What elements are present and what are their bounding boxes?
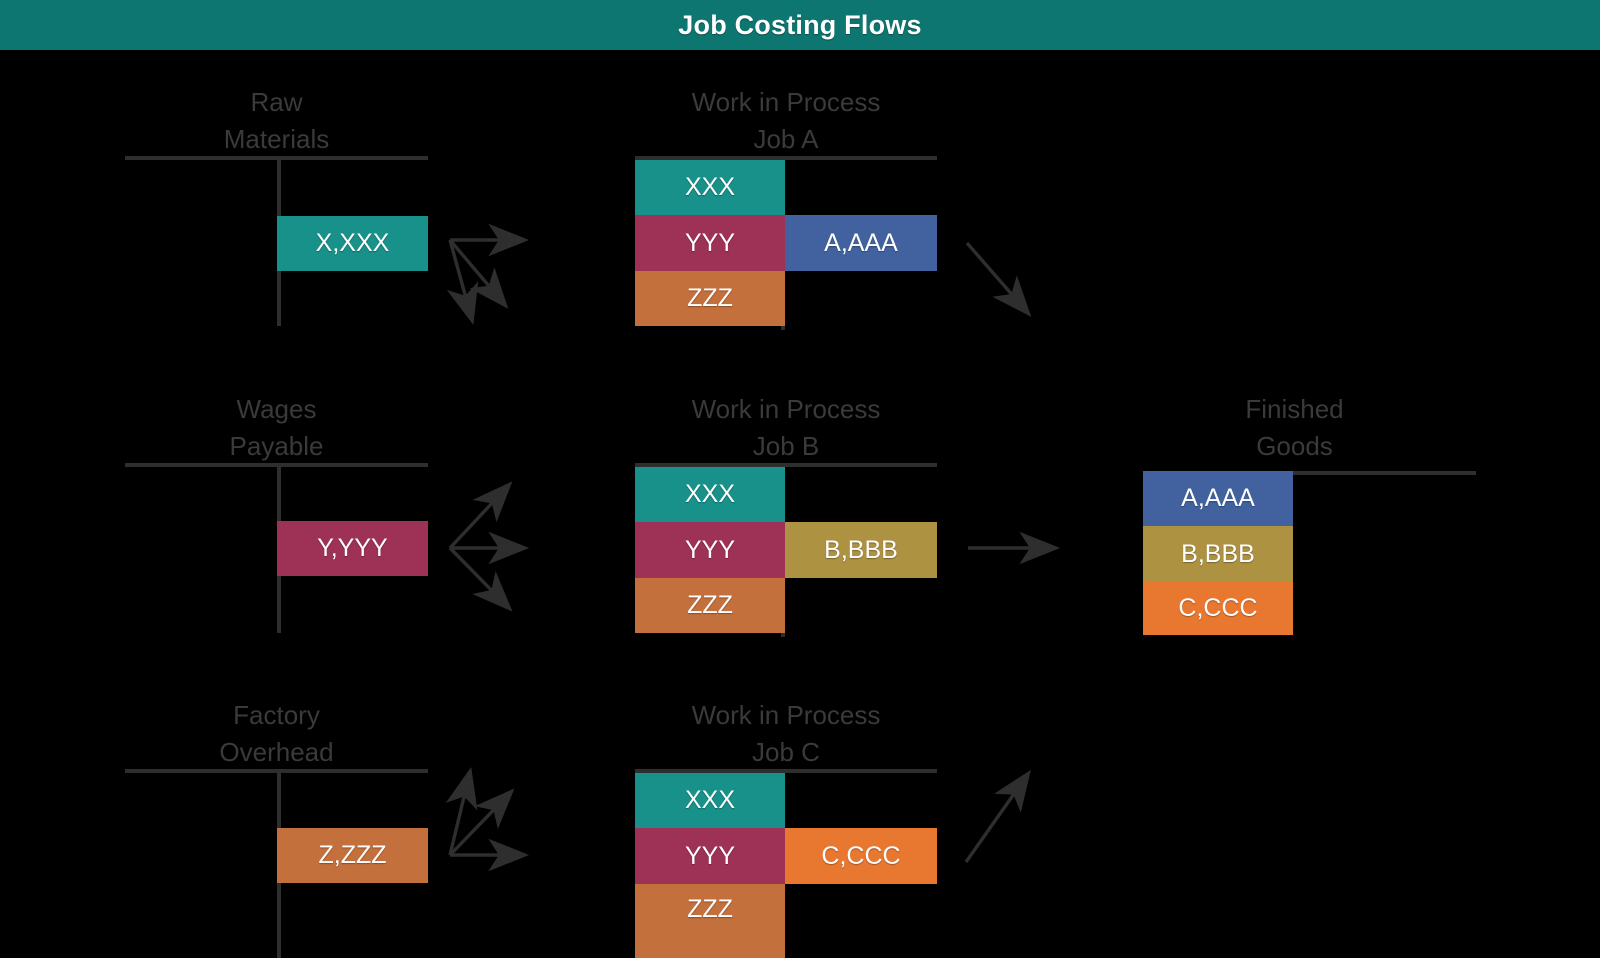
amount-box-job-a-transferred-out: A,AAA: [785, 215, 937, 271]
account-title-raw-materials: Raw Materials: [223, 87, 330, 154]
amount-box-job-b-overhead: ZZZ: [635, 578, 785, 633]
amount-box-job-c-labor: YYY: [635, 828, 785, 884]
amount-box-finished-goods-job-a: A,AAA: [1143, 471, 1293, 526]
amount-box-job-b-labor: YYY: [635, 522, 785, 578]
t-account-hrule: [635, 769, 937, 773]
title-bar: Job Costing Flows: [0, 0, 1600, 50]
arrow-wp-to-job-c: [448, 546, 513, 612]
arrow-fo-to-job-b: [448, 788, 515, 857]
t-account-hrule: [635, 156, 937, 160]
amount-box-job-b-materials: XXX: [635, 467, 785, 522]
t-account-hrule: [1143, 471, 1476, 475]
page-title: Job Costing Flows: [678, 9, 922, 40]
account-title-wip-job-b: Work in Process Job B: [691, 394, 881, 461]
amount-box-job-c-materials: XXX: [635, 773, 785, 828]
account-title-wip-job-c: Work in Process Job C: [691, 700, 881, 767]
amount-box-job-a-materials: XXX: [635, 160, 785, 215]
amount-box-job-c-overhead: ZZZ: [635, 884, 785, 958]
account-title-wages-payable: Wages Payable: [229, 394, 324, 461]
t-account-hrule: [125, 463, 428, 467]
t-account-hrule: [125, 156, 428, 160]
amount-box-job-b-transferred-out: B,BBB: [785, 522, 937, 578]
amount-box-job-a-labor: YYY: [635, 215, 785, 271]
arrow-job-c-to-finished-goods: [964, 769, 1031, 863]
amount-box-factory-overhead-credit: Z,ZZZ: [277, 828, 428, 883]
account-title-wip-job-a: Work in Process Job A: [691, 87, 881, 154]
arrow-job-a-to-finished-goods: [965, 241, 1032, 317]
account-title-finished-goods: Finished Goods: [1245, 394, 1344, 461]
amount-box-job-c-transferred-out: C,CCC: [785, 828, 937, 884]
amount-box-finished-goods-job-c: C,CCC: [1143, 582, 1293, 635]
arrow-rm-to-job-b: [448, 238, 509, 309]
amount-box-job-a-overhead: ZZZ: [635, 271, 785, 326]
t-account-hrule: [125, 769, 428, 773]
t-account-hrule: [635, 463, 937, 467]
amount-box-wages-payable-credit: Y,YYY: [277, 521, 428, 576]
arrow-fo-to-job-a: [445, 767, 478, 856]
account-title-factory-overhead: Factory Overhead: [219, 700, 334, 767]
amount-box-finished-goods-job-b: B,BBB: [1143, 526, 1293, 582]
arrow-wp-to-job-a: [448, 481, 513, 550]
amount-box-raw-materials-credit: X,XXX: [277, 216, 428, 271]
arrow-rm-to-job-c: [446, 239, 479, 325]
